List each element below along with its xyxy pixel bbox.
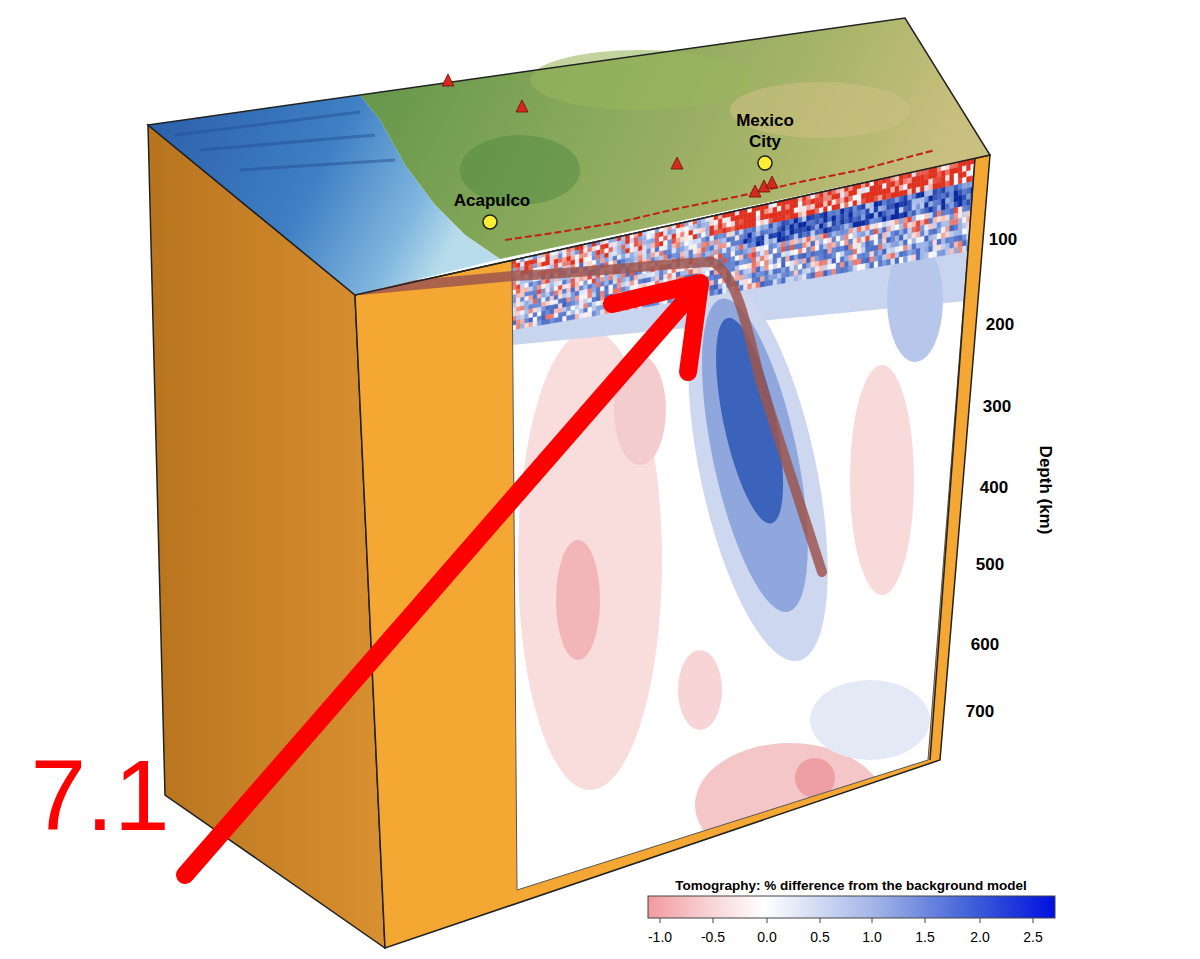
colorbar-ticks: [660, 918, 1033, 923]
depth-tick: 500: [976, 555, 1004, 575]
depth-tick: 100: [989, 230, 1017, 250]
legend-tick: -1.0: [648, 929, 672, 946]
pointer-arrow: [185, 283, 700, 875]
legend-tick: 0.5: [810, 929, 829, 946]
volcano-symbols: [442, 74, 778, 197]
legend-tick: 2.0: [970, 929, 989, 946]
legend-tick: 2.5: [1023, 929, 1042, 946]
legend-tick: -0.5: [701, 929, 725, 946]
legend-tick: 0.0: [757, 929, 776, 946]
legend-tick: 1.5: [915, 929, 934, 946]
depth-tick: 700: [966, 702, 994, 722]
city-label: Mexico City: [725, 110, 805, 152]
city-marker: [483, 215, 497, 229]
callout-number: 7.1: [30, 745, 169, 845]
city-marker: [758, 156, 772, 170]
volcanic-belt: [505, 150, 935, 240]
land-surface: [360, 18, 990, 259]
depth-axis: [930, 158, 975, 760]
legend-title: Tomography: % difference from the backgr…: [675, 878, 1027, 894]
legend-tick: 1.0: [862, 929, 881, 946]
depth-tick: 300: [983, 397, 1011, 417]
ocean-surface: [148, 95, 500, 295]
tomography-section: [500, 150, 990, 910]
axis-title: Depth (km): [1035, 446, 1055, 535]
colorbar: [648, 896, 1055, 918]
depth-tick: 200: [986, 315, 1014, 335]
depth-tick: 400: [980, 478, 1008, 498]
depth-tick: 600: [971, 635, 999, 655]
city-label: Acapulco: [454, 191, 531, 211]
